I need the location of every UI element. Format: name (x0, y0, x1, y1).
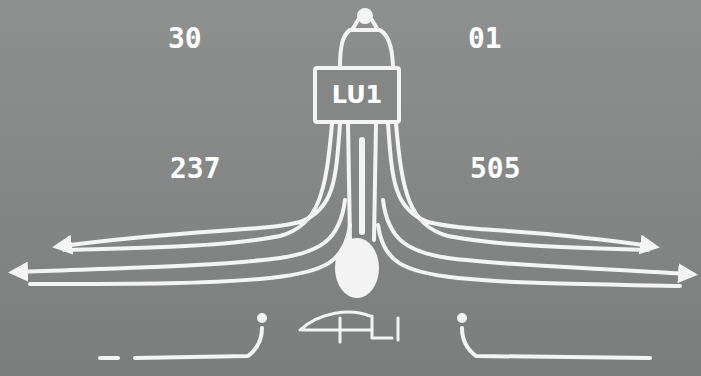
tower-stem (348, 124, 376, 240)
tower-dome (340, 30, 393, 66)
display-number: 505 (470, 152, 521, 185)
tower-box: LU1 (313, 66, 401, 124)
right-lower-line (378, 225, 680, 286)
tower-lamp (359, 10, 371, 22)
left-dash (100, 356, 118, 360)
right-post (457, 313, 467, 323)
left-post (257, 313, 267, 323)
display-number: 01 (468, 22, 502, 55)
box-label: LU1 (332, 81, 383, 109)
tower-weight (335, 238, 379, 298)
lamp-mount (352, 20, 378, 30)
display-number: 237 (170, 152, 221, 185)
display-number: 30 (168, 22, 202, 55)
right-bracket (462, 328, 650, 358)
left-bracket (135, 328, 262, 358)
stem-core (359, 140, 365, 232)
left-line (64, 124, 332, 250)
right-lower-arrow (383, 200, 688, 274)
base-symbol (300, 312, 398, 342)
right-line (396, 124, 648, 250)
left-lower-arrow (18, 200, 345, 272)
left-lower-line (30, 225, 350, 284)
